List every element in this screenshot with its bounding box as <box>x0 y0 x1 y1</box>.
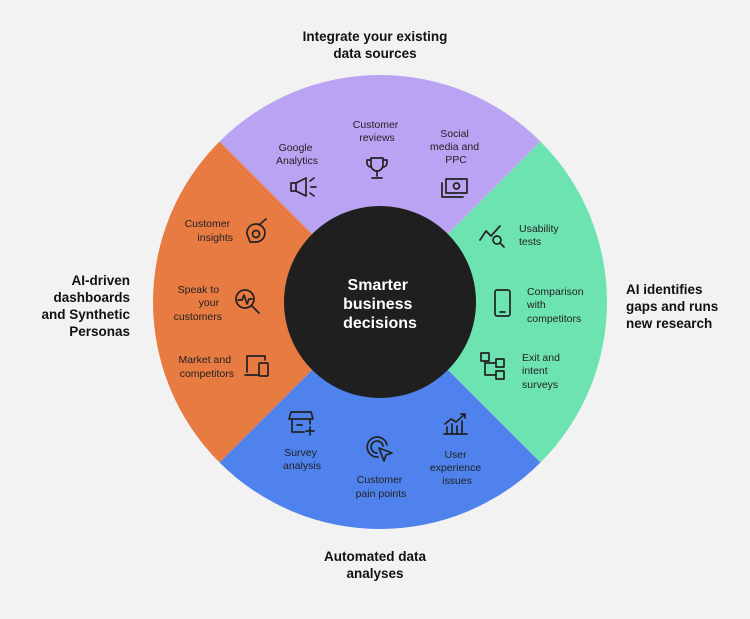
item-usability-tests: Usability tests <box>479 223 562 248</box>
outer-label-left: AI-driven dashboards and Synthetic Perso… <box>41 273 130 339</box>
pulse-search-icon <box>235 289 260 314</box>
item-label: Survey analysis <box>283 447 321 472</box>
segment-left <box>153 141 380 463</box>
mobile-icon <box>494 289 511 317</box>
trend-search-icon <box>479 225 505 248</box>
item-customer-pain-points: Customer pain points <box>356 436 407 500</box>
item-user-experience-issues: User experience issues <box>430 413 484 487</box>
money-icon <box>441 178 468 198</box>
item-label: Exit and intent surveys <box>522 352 563 391</box>
center-circle <box>284 206 476 398</box>
item-survey-analysis: Survey analysis <box>283 411 321 472</box>
target-arrow-icon <box>246 218 267 243</box>
trophy-icon <box>366 157 388 179</box>
item-label: User experience issues <box>430 449 484 487</box>
item-comparison-competitors: Comparison with competitors <box>494 286 587 325</box>
outer-label-top: Integrate your existing data sources <box>302 29 448 61</box>
item-label: Market and competitors <box>179 354 234 380</box>
segment-right <box>380 141 607 463</box>
item-label: Customer insights <box>185 218 233 244</box>
item-label: Google Analytics <box>276 142 318 167</box>
center-title: Smarter business decisions <box>343 277 417 332</box>
item-google-analytics: Google Analytics <box>276 142 318 197</box>
bar-chart-icon <box>443 413 468 435</box>
item-exit-intent-surveys: Exit and intent surveys <box>480 352 563 391</box>
segment-top <box>219 75 541 302</box>
item-social-media-ppc: Social media and PPC <box>430 128 482 198</box>
store-add-icon <box>288 411 315 436</box>
target-cursor-icon <box>366 436 393 462</box>
item-label: Comparison with competitors <box>526 286 587 325</box>
item-customer-reviews: Customer reviews <box>353 119 401 179</box>
item-speak-to-customers: Speak to your customers <box>174 284 260 323</box>
item-label: Customer reviews <box>353 119 401 144</box>
item-market-competitors: Market and competitors <box>179 354 269 380</box>
outer-label-bottom: Automated data analyses <box>323 549 426 581</box>
segment-bottom <box>219 302 541 529</box>
devices-icon <box>244 355 269 377</box>
outer-label-right: AI identifies gaps and runs new research <box>626 282 719 331</box>
item-label: Social media and PPC <box>430 128 482 166</box>
item-label: Usability tests <box>519 223 562 248</box>
item-label: Speak to your customers <box>174 284 222 323</box>
flowchart-icon <box>480 352 505 380</box>
item-customer-insights: Customer insights <box>185 218 267 244</box>
item-label: Customer pain points <box>356 474 407 500</box>
megaphone-icon <box>290 177 317 197</box>
